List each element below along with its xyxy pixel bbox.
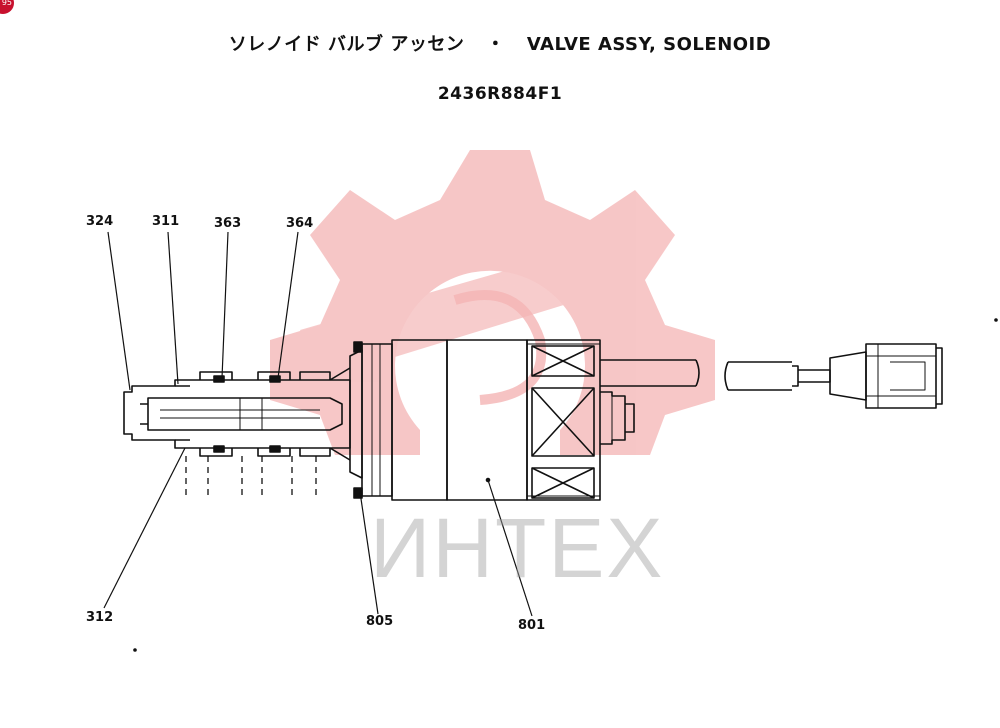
callout-324: 324	[86, 214, 114, 229]
wire-connector	[829, 343, 943, 409]
port-lines	[185, 456, 317, 500]
callout-801: 801	[518, 618, 546, 633]
lead-wire	[600, 359, 831, 391]
leader-lines	[103, 231, 533, 617]
part-number: 2436R884F1	[437, 84, 563, 104]
diagram-title: ソレノイド バルブ アッセン・ VALVE ASSY, SOLENOID	[0, 30, 1000, 56]
title-separator: ・	[486, 34, 505, 55]
callout-312: 312	[86, 610, 114, 625]
callout-363: 363	[214, 216, 242, 231]
title-english: VALVE ASSY, SOLENOID	[526, 34, 772, 55]
solenoid-coil-body	[349, 339, 635, 501]
gear-logo-icon	[270, 150, 715, 455]
callout-364: 364	[286, 216, 314, 231]
corner-badge: 95	[0, 0, 14, 14]
callout-311: 311	[152, 214, 180, 229]
callout-805: 805	[366, 614, 394, 629]
watermark-text: ИНТЕХ	[370, 501, 665, 595]
title-japanese: ソレノイド バルブ アッセン	[228, 34, 465, 55]
valve-cartridge	[123, 367, 351, 461]
